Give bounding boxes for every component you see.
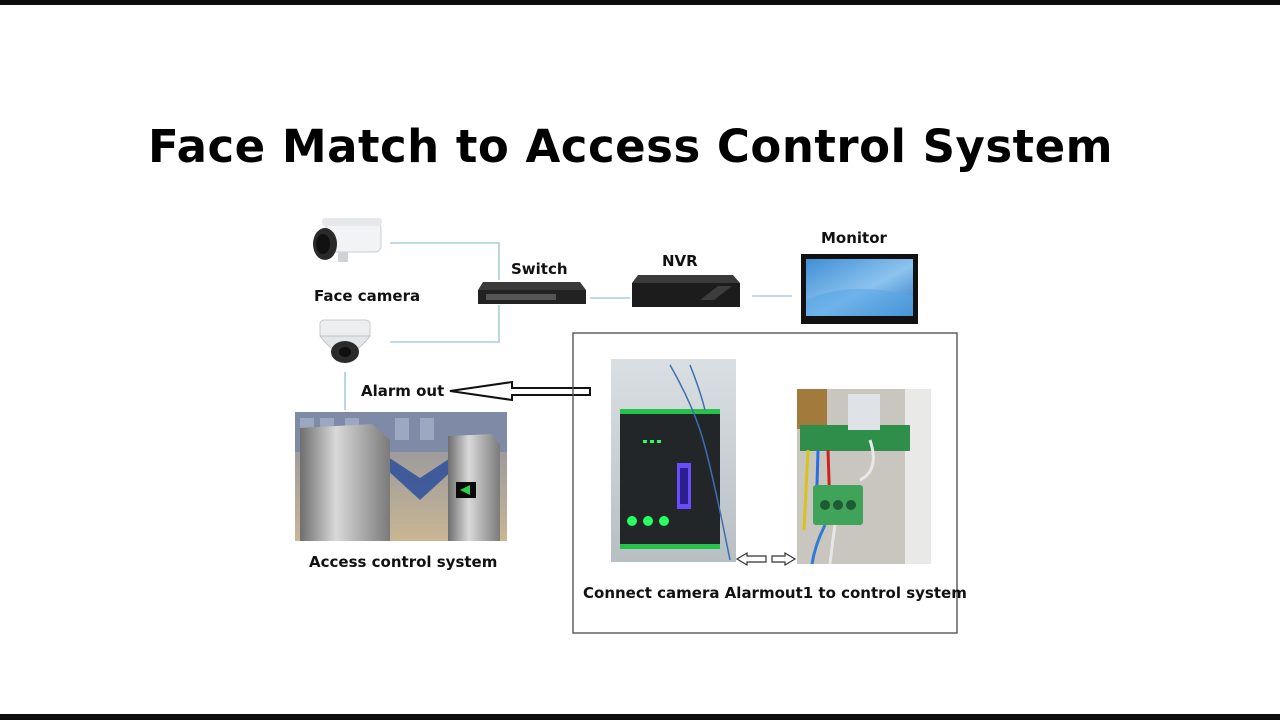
- terminal-block-photo: [797, 389, 931, 565]
- control-board-photo: [611, 359, 736, 562]
- alarm-arrow: [449, 380, 591, 402]
- double-arrow-icon: [735, 551, 797, 567]
- alarm-connection-frame: [572, 332, 958, 634]
- connector-bullet-to-switch: [390, 242, 500, 280]
- bottom-border: [0, 714, 1280, 720]
- label-access-control: Access control system: [309, 553, 498, 571]
- page-title: Face Match to Access Control System: [148, 120, 1114, 173]
- network-switch-icon: [478, 282, 586, 304]
- turnstile-photo: [295, 412, 507, 541]
- monitor-icon: [801, 254, 918, 324]
- label-face-camera: Face camera: [314, 287, 421, 305]
- label-monitor: Monitor: [821, 229, 887, 247]
- dome-camera-icon: [319, 319, 371, 363]
- label-switch: Switch: [511, 260, 568, 278]
- label-alarm-out: Alarm out: [361, 382, 445, 400]
- label-nvr: NVR: [662, 252, 698, 270]
- top-border: [0, 0, 1280, 5]
- connector-dome-to-switch: [390, 305, 500, 343]
- label-connect-caption: Connect camera Alarmout1 to control syst…: [583, 584, 967, 602]
- nvr-recorder-icon: [632, 275, 740, 307]
- connector-lines: [344, 242, 792, 410]
- bullet-camera-icon: [313, 218, 382, 262]
